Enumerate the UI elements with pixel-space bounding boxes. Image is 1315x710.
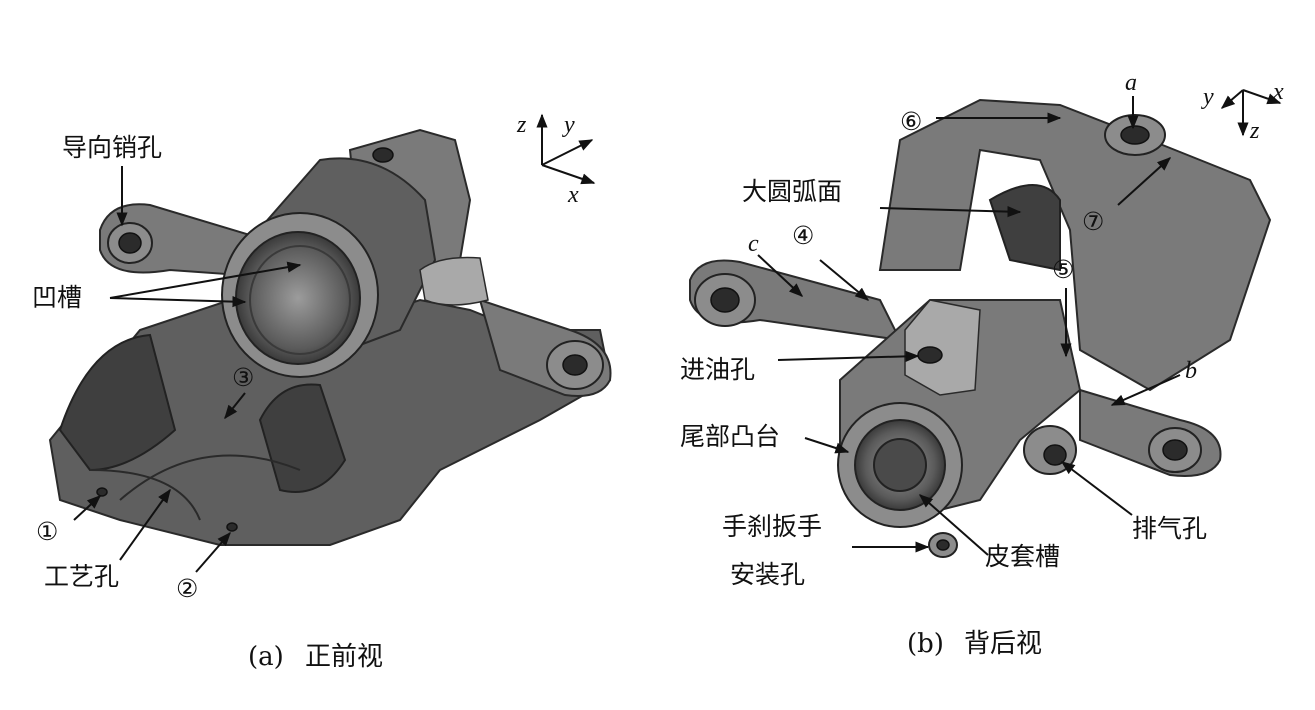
label-bleed-hole: 排气孔 [1132, 514, 1207, 543]
leader-mark-2 [195, 531, 231, 573]
axis-label-x-a: x [567, 182, 579, 208]
label-oil-inlet-hole: 进油孔 [680, 355, 755, 384]
axis-label-x-b: x [1272, 79, 1284, 105]
axis-label-y-a: y [562, 112, 575, 138]
label-process-hole: 工艺孔 [44, 562, 119, 591]
label-groove: 凹槽 [32, 283, 82, 312]
axis-label-z-a: z [516, 112, 527, 138]
leader-mark-1 [73, 495, 102, 521]
leader-big-arc-surface [879, 206, 1022, 218]
label-tail-boss: 尾部凸台 [680, 422, 780, 451]
label-mark-4: ④ [792, 221, 814, 250]
leader-mark-3 [224, 392, 246, 420]
label-mark-3: ③ [232, 363, 254, 392]
panel-a-front-view: 导向销孔 凹槽 ③ ① 工艺孔 ② z y x (a) 正前视 [32, 112, 612, 672]
label-point-a: a [1125, 70, 1137, 96]
caption-a-text: 正前视 [305, 642, 383, 672]
axis-y-a [541, 139, 594, 166]
label-big-arc-surface: 大圆弧面 [742, 177, 842, 206]
leader-boot-groove [918, 494, 989, 556]
axis-x-a [541, 164, 596, 185]
label-point-b: b [1185, 358, 1197, 384]
leader-tail-boss [804, 437, 850, 454]
label-boot-groove: 皮套槽 [985, 542, 1060, 571]
leader-groove-1 [109, 261, 302, 299]
axis-label-z-b: z [1249, 118, 1260, 144]
panel-b-rear-view: ⑥ a 大圆弧面 ⑦ c ④ ⑤ 进油孔 b 尾部凸台 手刹扳手 安装孔 皮套槽… [680, 70, 1284, 659]
label-mark-7: ⑦ [1082, 207, 1104, 236]
caption-b-tag: (b) [907, 629, 944, 659]
leader-groove-2 [109, 296, 247, 308]
caliper-body-front [48, 128, 612, 546]
leader-bleed-hole [1060, 461, 1133, 516]
label-mark-1: ① [36, 517, 58, 546]
axis-y-b [1220, 89, 1244, 109]
label-point-c: c [748, 231, 759, 257]
leader-mark-7 [1117, 157, 1172, 206]
caption-b-text: 背后视 [964, 629, 1042, 659]
leader-process-hole [119, 488, 171, 561]
leader-point-b [1110, 374, 1181, 406]
label-mark-6: ⑥ [900, 107, 922, 136]
leader-oil-inlet-hole [777, 350, 920, 362]
caption-a-tag: (a) [248, 642, 284, 672]
leader-point-c [757, 254, 804, 297]
label-mark-5: ⑤ [1052, 255, 1074, 284]
label-guide-pin-hole: 导向销孔 [62, 133, 162, 162]
leader-mark-4 [819, 259, 870, 301]
label-handbrake-hole-2: 安装孔 [730, 560, 805, 589]
label-mark-2: ② [176, 574, 198, 603]
axes-triad-a: z y x [516, 112, 596, 208]
axis-label-y-b: y [1201, 84, 1214, 110]
axis-x-b [1242, 89, 1282, 105]
caliper-body-rear [689, 98, 1272, 558]
axes-triad-b: y x z [1201, 79, 1284, 144]
label-handbrake-hole-1: 手刹扳手 [722, 512, 822, 541]
